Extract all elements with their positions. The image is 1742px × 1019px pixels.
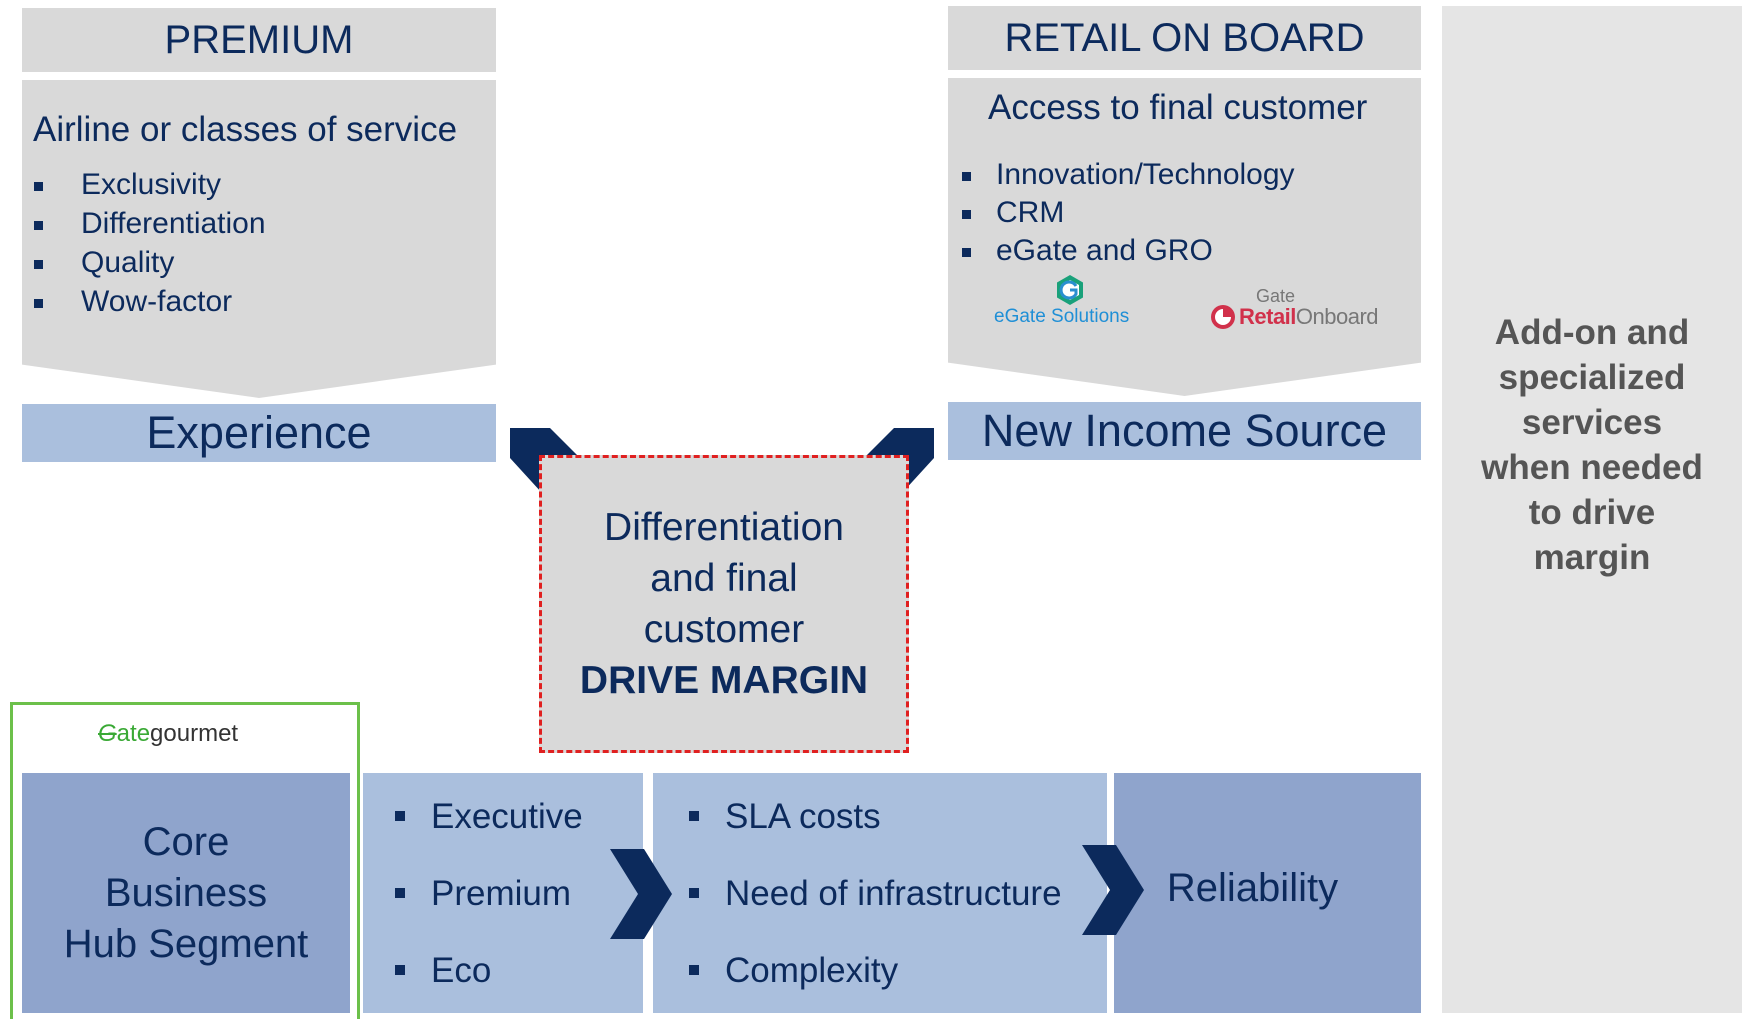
core-business-frame — [10, 702, 360, 1019]
egate-mark-icon — [1057, 275, 1083, 305]
egate-logo-text: eGate Solutions — [994, 306, 1130, 327]
reliability-box: Reliability — [1114, 773, 1421, 1013]
list-item: Differentiation — [34, 207, 266, 246]
new-income-source-bar: New Income Source — [948, 402, 1421, 460]
side-note-line: services — [1521, 402, 1663, 442]
list-item: Premium — [395, 874, 571, 914]
list-item: eGate and GRO — [962, 234, 1295, 272]
gro-logo-onboard: Onboard — [1295, 304, 1379, 329]
experience-bar: Experience — [22, 404, 496, 462]
gate-retail-onboard-logo: Gate RetailOnboard — [1210, 286, 1380, 334]
core-line: Business — [104, 870, 268, 915]
side-note-line: to drive — [1528, 492, 1656, 532]
list-item: Eco — [395, 951, 491, 991]
center-line-3: customer — [643, 608, 805, 651]
list-item: Innovation/Technology — [962, 158, 1295, 196]
side-note-line: when needed — [1481, 447, 1703, 487]
side-note-text: Add-on and specialized services when nee… — [1481, 310, 1703, 580]
side-note-line: specialized — [1498, 357, 1686, 397]
list-item: Need of infrastructure — [689, 874, 1062, 914]
list-item: Quality — [34, 246, 266, 285]
gro-logo-retail: Retail — [1239, 304, 1296, 329]
gro-logo-wordmark: RetailOnboard — [1239, 304, 1379, 330]
cost-drivers-box: SLA costs Need of infrastructure Complex… — [653, 773, 1107, 1013]
drivers-to-reliability-chevron-icon — [1082, 845, 1144, 935]
retail-subtitle: Access to final customer — [988, 88, 1368, 127]
retail-bullet-list: Innovation/Technology CRM eGate and GRO — [962, 158, 1295, 272]
center-line-2: and final — [650, 557, 798, 600]
core-line: Core — [142, 819, 230, 864]
experience-label: Experience — [146, 407, 372, 458]
core-business-box: Core Business Hub Segment — [22, 773, 350, 1013]
premium-header: PREMIUM — [22, 8, 496, 72]
classes-to-drivers-chevron-icon — [610, 849, 672, 939]
retail-header-label: RETAIL ON BOARD — [1004, 15, 1365, 60]
premium-header-label: PREMIUM — [164, 17, 354, 62]
list-item: Executive — [395, 797, 583, 837]
core-line: Hub Segment — [63, 921, 309, 966]
gro-mark-icon — [1211, 305, 1235, 329]
egate-solutions-logo: eGate Solutions — [994, 275, 1144, 334]
list-item: Complexity — [689, 951, 898, 991]
list-item: SLA costs — [689, 797, 881, 837]
gategourmet-logo-g: G — [98, 720, 117, 747]
reliability-label: Reliability — [1166, 865, 1339, 910]
new-income-source-label: New Income Source — [981, 405, 1388, 456]
center-line-1: Differentiation — [604, 506, 844, 549]
retail-panel: Access to final customer Innovation/Tech… — [948, 78, 1421, 396]
gategourmet-logo-gourmet: gourmet — [150, 720, 239, 747]
gategourmet-logo-ate: ate — [116, 720, 151, 747]
premium-subtitle: Airline or classes of service — [33, 110, 458, 149]
center-emphasis: DRIVE MARGIN — [579, 659, 869, 702]
gategourmet-logo: Gategourmet — [98, 720, 238, 750]
list-item: Wow-factor — [34, 285, 266, 324]
gro-logo-gate: Gate — [1256, 286, 1296, 306]
core-business-text: Core Business Hub Segment — [64, 817, 309, 970]
retail-header: RETAIL ON BOARD — [948, 6, 1421, 70]
premium-bullet-list: Exclusivity Differentiation Quality Wow-… — [34, 168, 266, 324]
side-note-line: margin — [1533, 537, 1651, 577]
side-note-line: Add-on and — [1494, 312, 1690, 352]
side-note-panel: Add-on and specialized services when nee… — [1442, 6, 1742, 1013]
premium-panel: Airline or classes of service Exclusivit… — [22, 80, 496, 398]
list-item: CRM — [962, 196, 1295, 234]
service-classes-box: Executive Premium Eco — [363, 773, 643, 1013]
drive-margin-box: Differentiation and final customer DRIVE… — [539, 455, 909, 753]
list-item: Exclusivity — [34, 168, 266, 207]
